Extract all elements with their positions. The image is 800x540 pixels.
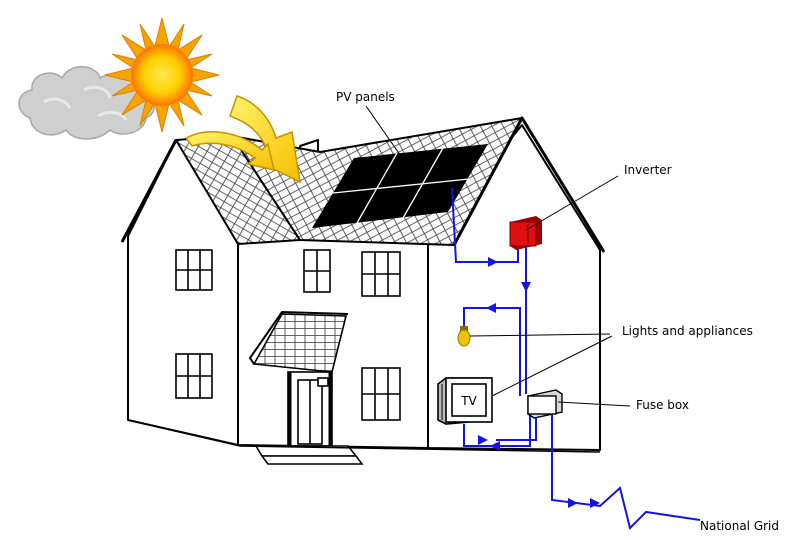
tv-icon: [437, 377, 493, 425]
label-national-grid: National Grid: [700, 519, 780, 533]
porch: [248, 310, 364, 465]
window-front-lower: [361, 367, 401, 421]
sun-icon: [104, 17, 220, 133]
inverter-box: [509, 216, 542, 250]
wire-arrows: [478, 257, 600, 508]
label-fuse-box: Fuse box: [636, 398, 689, 412]
window-left-lower: [175, 353, 213, 399]
window-front-upper-left: [303, 249, 331, 293]
window-front-upper-right: [361, 251, 401, 297]
label-pv-panels: PV panels: [336, 90, 395, 104]
window-left-upper: [175, 249, 213, 291]
leader-lines: [365, 105, 631, 407]
tv-label: TV: [460, 394, 477, 408]
lightbulb-icon: [457, 326, 471, 347]
label-lights-and-appliances: Lights and appliances: [622, 324, 753, 338]
sunlight-arrow-icon: [229, 95, 301, 184]
ground-line: [127, 419, 601, 453]
label-inverter: Inverter: [624, 163, 672, 177]
windows: [175, 249, 401, 421]
fuse-box: [527, 389, 563, 419]
pv-panels: [312, 144, 488, 228]
sunlight-arrow-tail: [184, 131, 276, 172]
